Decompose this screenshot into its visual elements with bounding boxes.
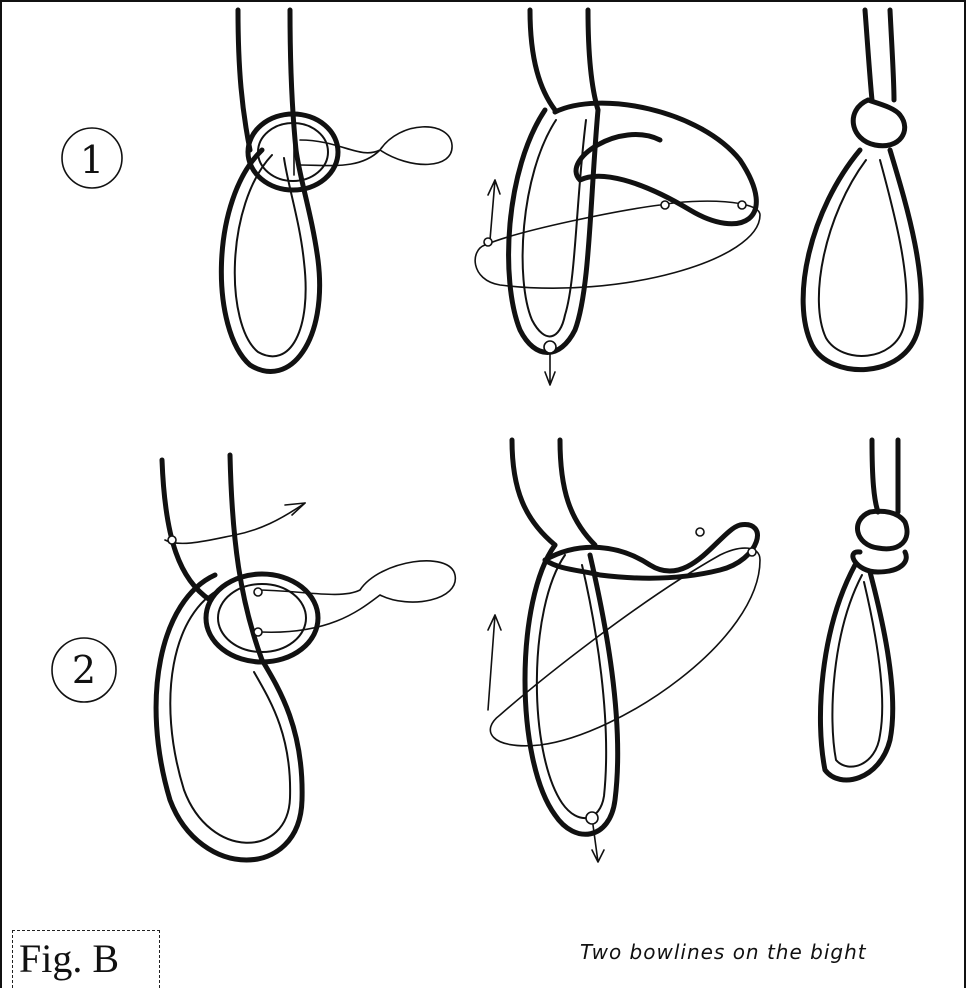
step-1-number: 1 — [62, 130, 122, 190]
step-2-stage-c-drawing — [820, 440, 907, 780]
step-1-stage-a-drawing — [221, 10, 452, 371]
step-1-stage-c-drawing — [803, 10, 921, 370]
step-1-stage-b-drawing — [475, 10, 760, 385]
figure-caption: Two bowlines on the bight — [580, 940, 920, 964]
figure-label: Fig. B — [12, 930, 160, 988]
step-2-number: 2 — [54, 640, 114, 700]
step-2-stage-b-drawing — [488, 440, 760, 862]
step-2-stage-a-drawing — [156, 455, 455, 860]
